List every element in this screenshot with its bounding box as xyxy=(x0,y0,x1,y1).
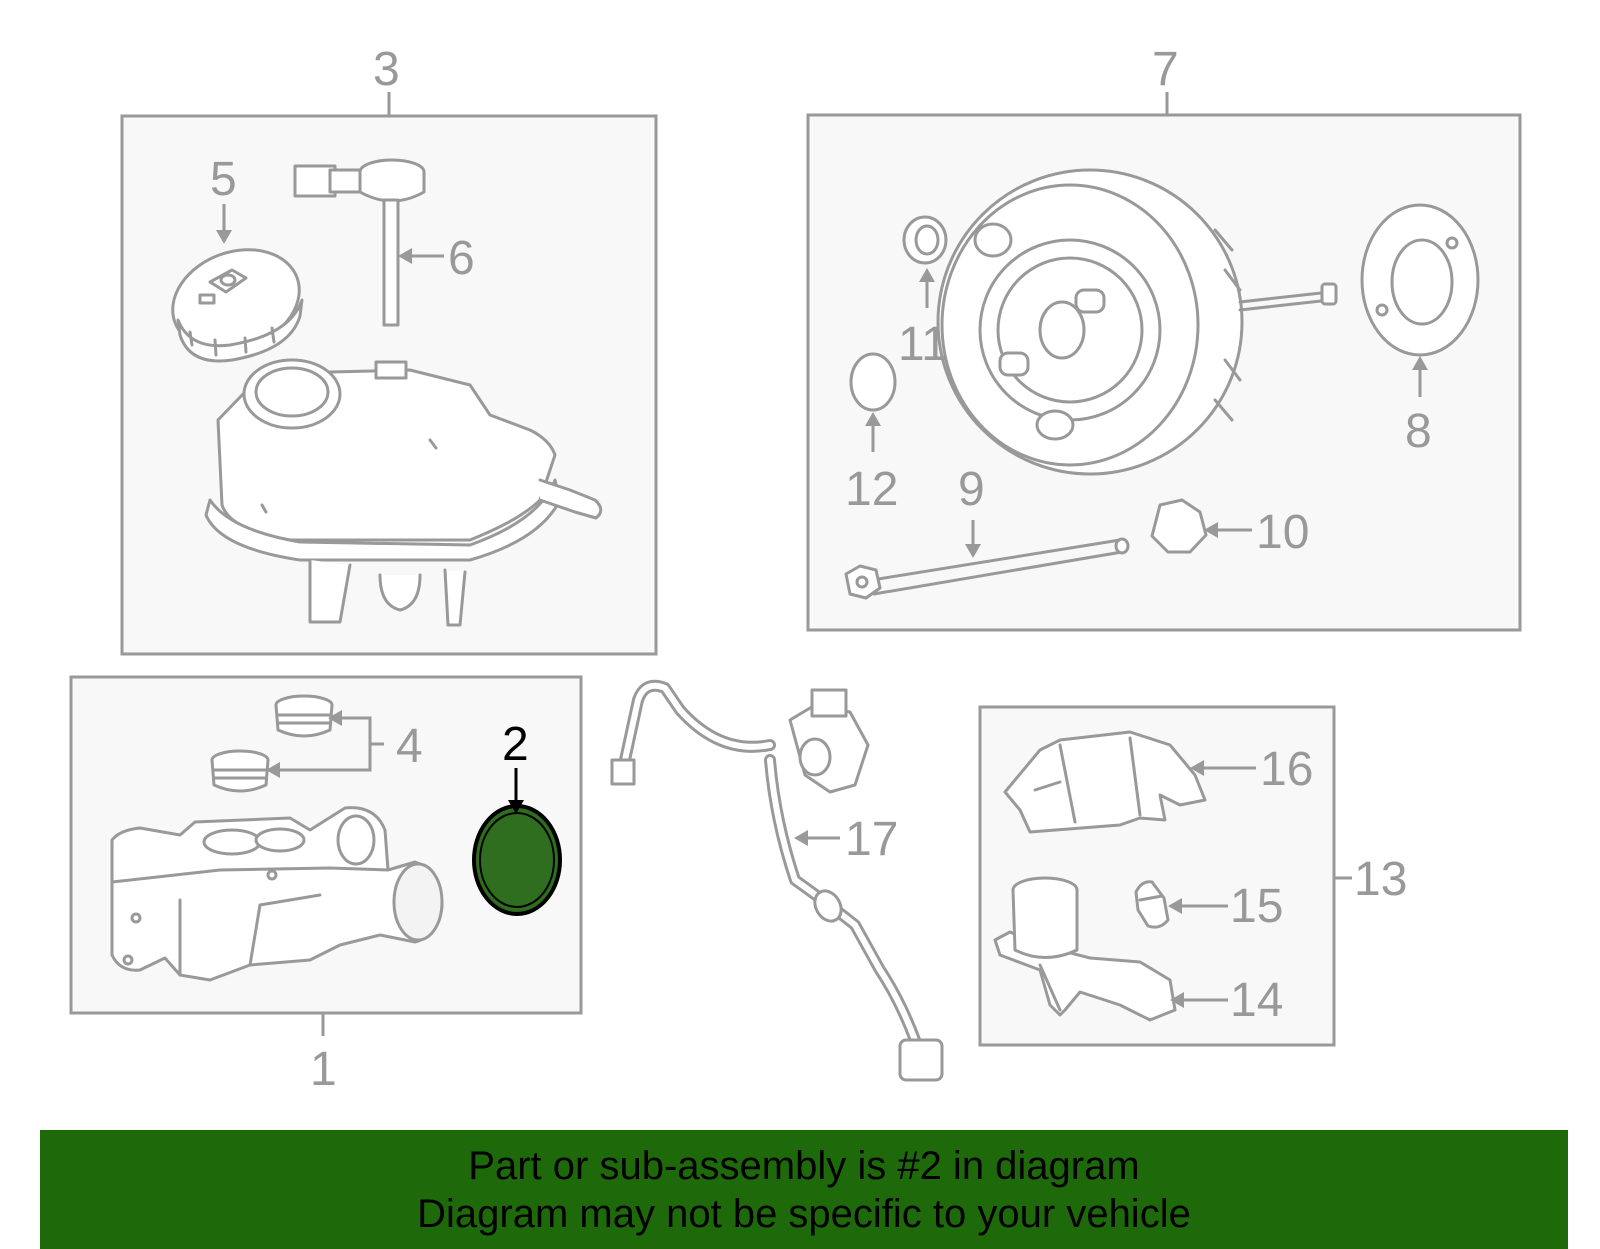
callout-10: 10 xyxy=(1256,506,1309,559)
o-ring xyxy=(849,352,897,412)
callout-9: 9 xyxy=(958,463,985,516)
brake-fluid-reservoir xyxy=(204,358,603,627)
banner-line-2: Diagram may not be specific to your vehi… xyxy=(417,1192,1191,1236)
reservoir-seals xyxy=(210,694,334,793)
callout-8: 8 xyxy=(1405,405,1432,458)
callout-16: 16 xyxy=(1260,743,1313,796)
banner-line-1: Part or sub-assembly is #2 in diagram xyxy=(468,1144,1140,1188)
bracket xyxy=(1003,730,1207,834)
callout-1: 1 xyxy=(310,1043,337,1096)
callout-6: 6 xyxy=(448,232,475,285)
callout-4: 4 xyxy=(396,720,423,773)
reservoir-cap xyxy=(171,248,304,363)
callout-3: 3 xyxy=(373,43,400,96)
highlight-banner: Part or sub-assembly is #2 in diagram Di… xyxy=(40,1130,1568,1249)
callout-13: 13 xyxy=(1354,853,1407,906)
master-cylinder xyxy=(110,806,444,982)
callout-5: 5 xyxy=(210,153,237,206)
nut xyxy=(1150,498,1208,554)
callout-12: 12 xyxy=(845,463,898,516)
callout-11: 11 xyxy=(898,318,948,371)
callout-15: 15 xyxy=(1230,880,1283,933)
brake-booster xyxy=(936,168,1338,476)
push-rod xyxy=(844,537,1130,600)
callout-7: 7 xyxy=(1152,43,1179,96)
highlighted-part-2 xyxy=(472,804,562,916)
callout-14: 14 xyxy=(1230,974,1283,1027)
booster-gasket xyxy=(1360,203,1480,357)
callout-17: 17 xyxy=(845,813,898,866)
grommet xyxy=(902,215,948,265)
level-sensor xyxy=(293,158,426,327)
sensor-cap xyxy=(1134,880,1170,929)
pressure-sensor xyxy=(993,876,1177,1022)
vacuum-hose xyxy=(610,679,944,1082)
callout-2: 2 xyxy=(502,718,529,771)
